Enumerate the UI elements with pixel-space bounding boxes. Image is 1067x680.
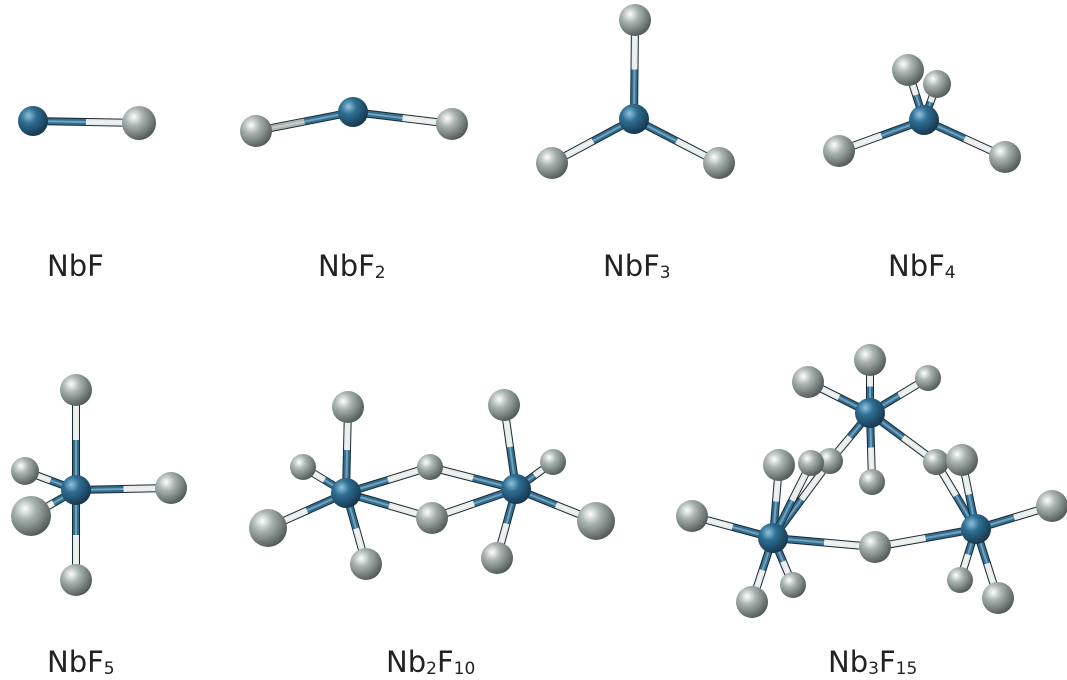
formula-text: NbF [603,249,660,283]
fluorine-atom-nbf5 [155,472,187,504]
formula-subscript: 2 [374,263,386,283]
label-nbf4: NbF4 [888,249,956,283]
fluorine-atom-nb3f15 [817,448,843,474]
niobium-atom-nb3f15 [758,523,788,553]
formula-text: Nb [828,645,869,679]
formula-text: F [87,249,104,283]
fluorine-atom-nbf2 [240,115,272,147]
niobium-atom-nb2f10 [331,478,361,508]
niobium-atom-nbf5 [61,475,91,505]
bonds-layer [23,19,1054,604]
bond-highlight [32,120,140,124]
niobium-atom-nbf2 [338,97,368,127]
bond-highlight [772,537,876,548]
label-nb3f15: Nb3F15 [828,645,918,679]
formula-text: NbF [888,249,945,283]
formula-text: F [436,645,454,679]
fluorine-atom-nb3f15 [946,444,978,476]
fluorine-atom-nb2f10 [350,548,382,580]
fluorine-atom-nb3f15 [798,450,824,476]
fluorine-atom-nb2f10 [416,502,448,534]
label-nbf3: NbF3 [603,249,671,283]
label-nbf: NbF [47,252,104,281]
formula-subscript: 2 [426,659,437,679]
fluorine-atom-nb2f10 [481,542,513,574]
fluorine-atom-nbf5 [60,564,92,596]
fluorine-atom-nb2f10 [332,391,364,423]
fluorine-atom-nbf2 [436,108,468,140]
formula-text: NbF [318,249,375,283]
formula-text: Nb [47,249,88,283]
formula-subscript: 4 [944,263,956,283]
label-nb2f10: Nb2F10 [386,645,476,679]
fluorine-atom-nb3f15 [676,500,708,532]
fluorine-atom-nb2f10 [488,389,520,421]
fluorine-atom-nb3f15 [859,531,891,563]
bond-highlight [255,111,354,132]
formula-subscript: 15 [895,659,918,679]
formula-text: NbF [47,645,104,679]
niobium-atom-nbf [18,106,48,136]
formula-subscript: 3 [659,263,671,283]
fluorine-atom-nb2f10 [417,454,443,480]
formula-subscript: 5 [103,659,115,679]
fluorine-atom-nb3f15 [982,582,1014,614]
fluorine-atom-nb3f15 [763,449,795,481]
bond-highlight [874,528,977,548]
label-nbf2: NbF2 [318,249,386,283]
fluorine-atom-nbf3 [703,147,735,179]
fluorine-atom-nb3f15 [736,586,768,618]
atoms-layer [11,4,1067,618]
fluorine-atom-nbf5 [11,457,39,485]
niobium-atom-nb3f15 [855,398,885,428]
bond-highlight [633,19,636,120]
fluorine-atom-nb3f15 [947,567,973,593]
fluorine-atom-nb2f10 [540,449,566,475]
fluorine-atom-nbf4 [892,54,924,86]
fluorine-atom-nbf4 [923,70,951,98]
niobium-atom-nb2f10 [501,474,531,504]
bond-highlight [352,111,453,125]
fluorine-atom-nb3f15 [1036,490,1067,522]
formula-subscript: 10 [453,659,476,679]
fluorine-atom-nb2f10 [577,502,615,540]
formula-text: F [878,645,896,679]
niobium-atom-nbf4 [909,105,939,135]
fluorine-atom-nbf5 [60,374,92,406]
fluorine-atom-nbf3 [536,147,568,179]
fluorine-atom-nb3f15 [780,572,806,598]
fluorine-atom-nb3f15 [854,344,886,376]
label-nbf5: NbF5 [47,645,115,679]
niobium-atom-nbf3 [619,104,649,134]
fluorine-atom-nb3f15 [923,449,949,475]
niobium-atom-nb3f15 [961,514,991,544]
fluorine-atom-nb3f15 [859,469,885,495]
fluorine-atom-nbf4 [989,141,1021,173]
fluorine-atom-nbf4 [823,135,855,167]
fluorine-atom-nb2f10 [249,509,287,547]
fluorine-atom-nb3f15 [792,366,824,398]
fluorine-atom-nb2f10 [290,454,316,480]
fluorine-atom-nbf [122,106,156,140]
formula-subscript: 3 [868,659,879,679]
fluorine-atom-nbf5 [11,496,51,536]
fluorine-atom-nbf3 [619,4,651,36]
formula-text: Nb [386,645,427,679]
fluorine-atom-nb3f15 [915,365,941,391]
